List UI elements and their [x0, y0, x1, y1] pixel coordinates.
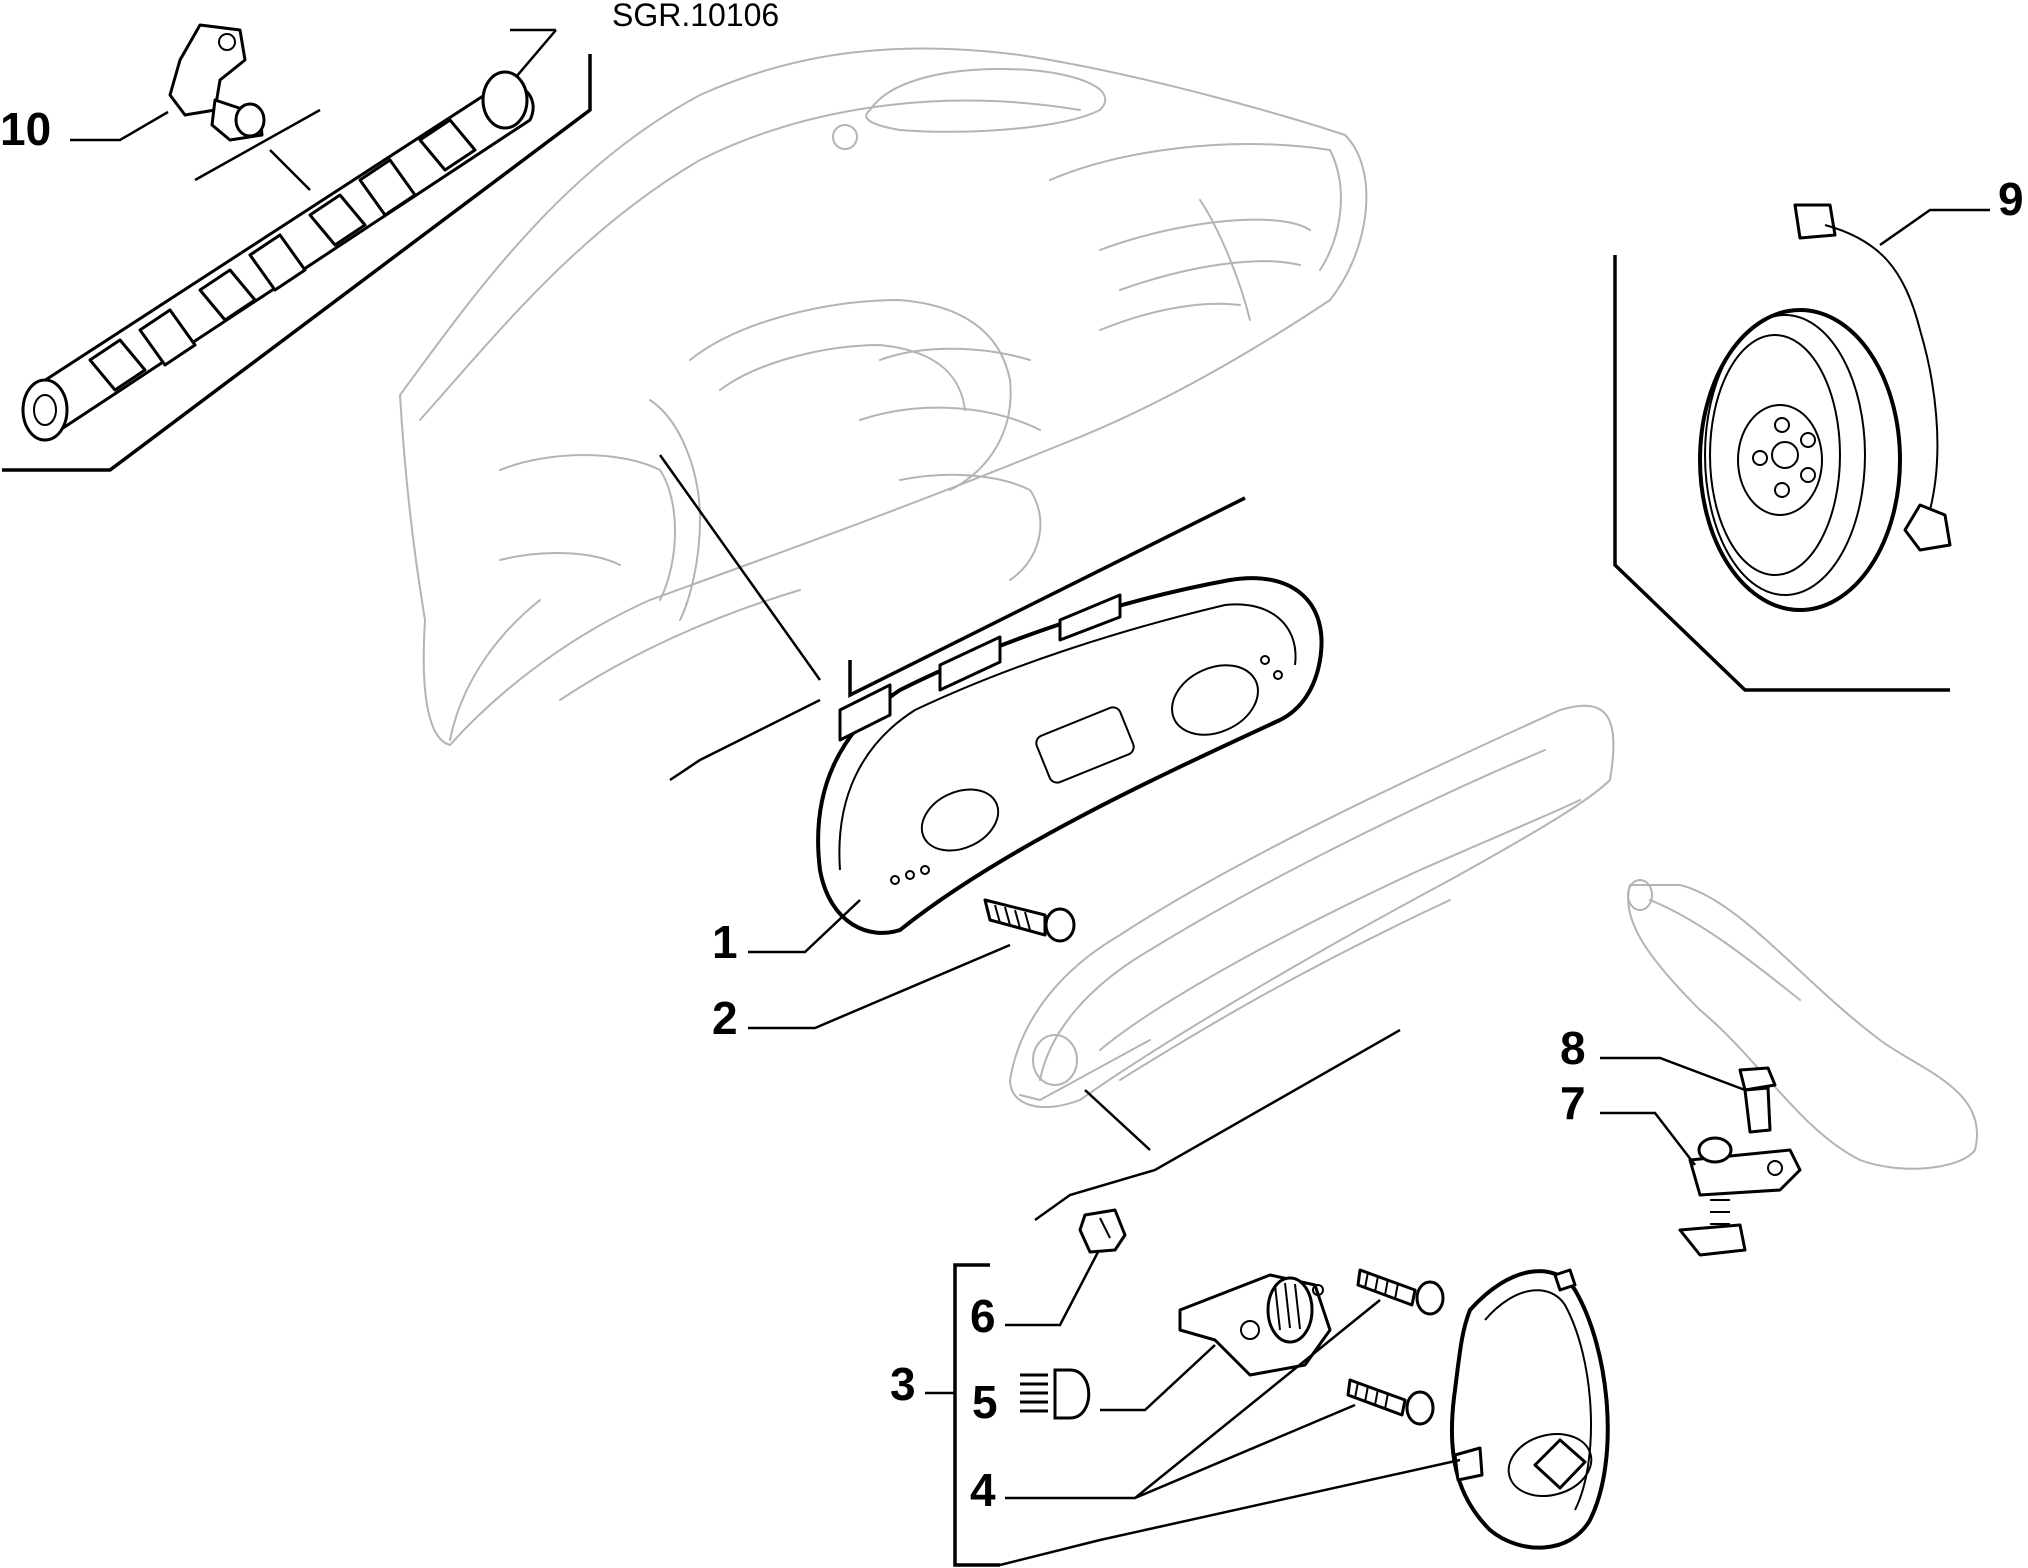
rpm-sensor — [1793, 203, 1952, 552]
leader-cover — [999, 1458, 1461, 1567]
headlight-beam-icon — [1020, 1368, 1091, 1420]
drawing-code: SGR.10106 — [612, 0, 779, 33]
cluster-bracket — [848, 496, 1246, 698]
cluster-bezel-outline — [1009, 704, 1615, 1109]
switch-screws: 4 — [970, 1268, 1445, 1516]
leader-9 — [1879, 208, 1990, 247]
leader-6 — [1005, 1251, 1100, 1327]
callout-1: 1 — [712, 916, 738, 968]
cluster-screw: 2 — [712, 898, 1076, 1044]
camshaft-group: 10 SGR.10106 — [0, 0, 779, 472]
light-switch: 5 — [972, 1273, 1332, 1428]
flywheel-group-bracket — [1613, 255, 1950, 692]
callout-7: 7 — [1560, 1077, 1586, 1129]
bolt: 8 — [1560, 1022, 1777, 1134]
callout-9: 9 — [1998, 173, 2024, 225]
leader-8 — [1600, 1056, 1746, 1092]
leader-5 — [1100, 1344, 1216, 1412]
flywheel-group: 9 — [1613, 173, 2024, 692]
leader-7 — [1600, 1111, 1696, 1166]
leader-1 — [748, 899, 861, 954]
clip: 6 — [970, 1208, 1127, 1342]
switch-cover — [999, 1268, 1610, 1567]
flywheel — [1698, 308, 1902, 612]
callout-6: 6 — [970, 1290, 996, 1342]
callout-2: 2 — [712, 992, 738, 1044]
camshaft-group-bracket — [2, 54, 592, 472]
instrument-cluster — [816, 576, 1324, 935]
group-3-bracket — [953, 1263, 1000, 1567]
callout-3: 3 — [890, 1358, 916, 1410]
camshaft — [21, 70, 535, 442]
callout-5: 5 — [972, 1376, 998, 1428]
camshaft-sensor — [168, 23, 266, 142]
leader-2 — [748, 943, 1011, 1030]
dashboard-outline — [399, 47, 1368, 746]
callout-8: 8 — [1560, 1022, 1586, 1074]
callout-10: 10 — [0, 103, 51, 155]
lever-bracket: 7 — [1560, 1077, 1802, 1257]
leader-10 — [70, 110, 169, 142]
callout-4: 4 — [970, 1464, 996, 1516]
instrument-cluster-group: 1 — [658, 454, 1324, 968]
handbrake-lever-outline — [1627, 879, 1978, 1170]
